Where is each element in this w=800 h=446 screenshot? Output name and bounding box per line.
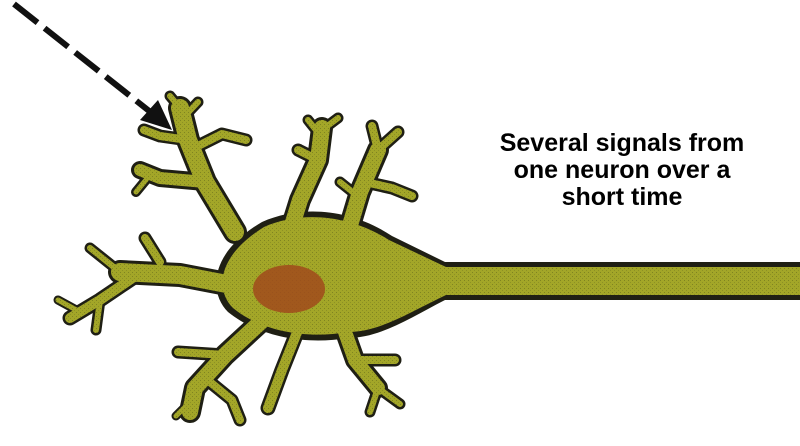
caption-line-1: Several signals from xyxy=(468,130,776,157)
caption-line-2: one neuron over a xyxy=(468,157,776,184)
diagram-caption: Several signals from one neuron over a s… xyxy=(468,130,776,211)
caption-line-3: short time xyxy=(468,184,776,211)
dashed-arrow-icon xyxy=(14,4,172,130)
